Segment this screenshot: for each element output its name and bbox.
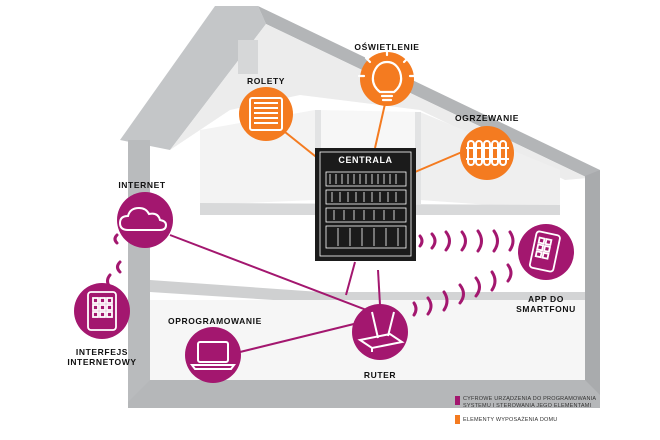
interfejs-node	[74, 283, 130, 339]
oprogramowanie-label: OPROGRAMOWANIE	[168, 316, 262, 326]
connection-lines	[169, 234, 383, 353]
legend-home: ELEMENTY WYPOSAŻENIA DOMU	[463, 417, 558, 423]
ruter-label: RUTER	[363, 370, 397, 380]
legend-digital-line1: CYFROWE URZĄDZENIA DO PROGRAMOWANIA	[463, 396, 597, 402]
wireless-waves	[96, 229, 515, 317]
legend-swatch-home	[455, 415, 460, 424]
app-node	[518, 224, 574, 280]
tablet-icon	[87, 291, 117, 331]
ogrzewanie-node	[460, 126, 514, 180]
cloud-icon	[118, 206, 168, 231]
oswietlenie-node	[357, 48, 417, 106]
router-icon	[357, 311, 405, 352]
legend-digital-line2: SYSTEMU I STEROWANIA JEGO ELEMENTAMI	[463, 403, 592, 409]
rolety-label: ROLETY	[246, 76, 286, 86]
internet-label: INTERNET	[118, 180, 166, 190]
radiator-icon	[466, 140, 509, 166]
lightbulb-icon	[357, 48, 417, 102]
app-label-line1: APP DO	[527, 294, 565, 304]
interfejs-label-line1: INTERFEJS	[75, 347, 129, 357]
interfejs-label-line2: INTERNETOWY	[67, 357, 137, 367]
internet-node	[117, 192, 173, 248]
rolety-node	[239, 87, 293, 141]
oprogramowanie-node	[185, 327, 241, 383]
centrala-panel	[315, 148, 416, 261]
app-label-line2: SMARTFONU	[516, 304, 576, 314]
legend-swatch-digital	[455, 396, 460, 405]
ruter-node	[352, 304, 408, 360]
centrala-label: CENTRALA	[338, 155, 393, 165]
oswietlenie-label: OŚWIETLENIE	[354, 42, 420, 52]
laptop-icon	[190, 341, 236, 370]
smartphone-icon	[528, 230, 561, 273]
ogrzewanie-label: OGRZEWANIE	[454, 113, 520, 123]
window-blinds-icon	[249, 97, 283, 131]
